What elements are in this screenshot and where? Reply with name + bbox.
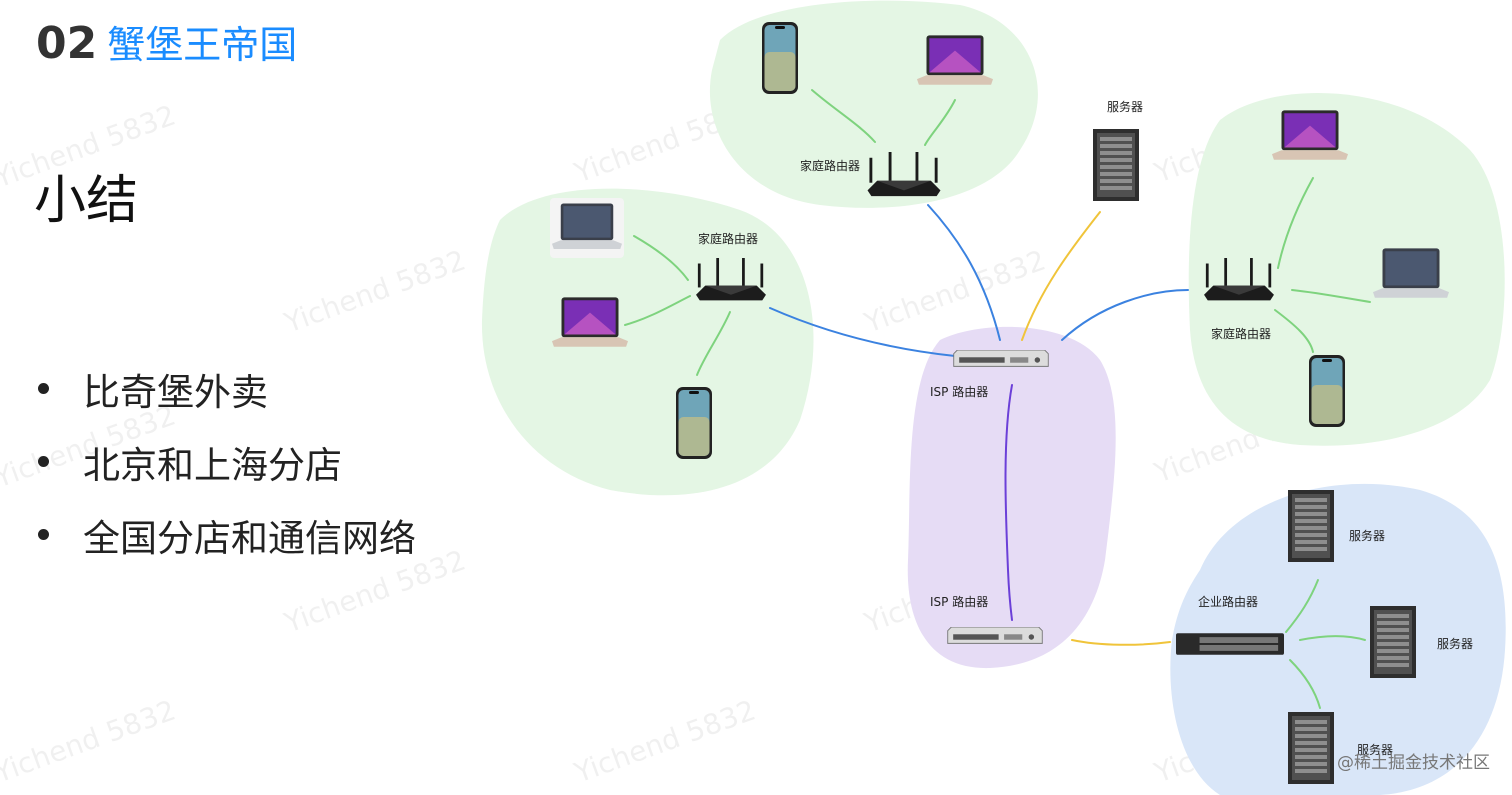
link-home-left-phone: [696, 311, 731, 376]
isp-router-icon: [947, 627, 1043, 644]
laptop-icon: [917, 35, 993, 85]
bullet-dot-icon: [38, 529, 49, 540]
section-number: 02: [36, 18, 98, 69]
link-enterprise-server1: [1285, 579, 1319, 633]
link-home-left-isp: [769, 307, 956, 357]
link-enterprise-server2: [1299, 635, 1366, 641]
isp-router-label: ISP 路由器: [930, 384, 988, 399]
server-label: 服务器: [1437, 636, 1473, 651]
laptop-icon: [552, 203, 622, 249]
server-icon: [1288, 490, 1334, 562]
link-home-top-laptop: [924, 99, 956, 146]
link-enterprise-server3: [1289, 659, 1321, 709]
home-network-top-cluster: [709, 0, 1038, 208]
link-home-right-laptop2: [1291, 289, 1371, 303]
bullet-dot-icon: [38, 456, 49, 467]
bullet-text: 全国分店和通信网络: [83, 516, 416, 560]
phone-icon: [1309, 355, 1345, 427]
isp-router-icon: [953, 350, 1049, 367]
link-home-right-isp: [1061, 289, 1189, 341]
home-router-label: 家庭路由器: [1211, 326, 1271, 341]
bullet-list: 比奇堡外卖 北京和上海分店 全国分店和通信网络: [36, 352, 416, 571]
home-router-label: 家庭路由器: [698, 231, 758, 246]
server-label: 服务器: [1357, 742, 1393, 757]
slide-subtitle: 小结: [34, 171, 139, 231]
link-server-isp: [1021, 211, 1101, 341]
link-home-left-laptop1: [633, 235, 689, 281]
slide-header: 02 蟹堡王帝国: [36, 14, 297, 69]
link-home-left-laptop2: [624, 295, 691, 326]
server-label: 服务器: [1349, 528, 1385, 543]
isp-network-cluster: [907, 326, 1116, 669]
link-home-right-laptop1: [1277, 177, 1314, 269]
bullet-text: 比奇堡外卖: [83, 370, 268, 414]
home-router-label: 家庭路由器: [800, 158, 860, 173]
laptop-icon: [1373, 248, 1449, 298]
link-isp-enterprise: [1071, 639, 1171, 646]
enterprise-router-icon: [1176, 633, 1284, 655]
enterprise-router-label: 企业路由器: [1198, 594, 1258, 609]
home-network-left-cluster: [481, 188, 814, 496]
phone-icon: [676, 387, 712, 459]
footer-watermark: @稀土掘金技术社区: [1337, 753, 1490, 773]
network-links: [624, 89, 1371, 709]
section-title: 蟹堡王帝国: [107, 23, 298, 67]
link-isp-isp: [1004, 384, 1013, 621]
bullet-dot-icon: [38, 383, 49, 394]
laptop-icon: [1272, 110, 1348, 160]
server-label: 服务器: [1107, 99, 1143, 114]
isp-router-label: ISP 路由器: [930, 594, 988, 609]
server-icon: [1370, 606, 1416, 678]
link-home-top-phone: [811, 89, 876, 143]
bullet-item: 比奇堡外卖: [36, 352, 416, 425]
enterprise-network-cluster: [1170, 483, 1506, 795]
home-network-right-cluster: [1188, 92, 1505, 446]
server-icon: [1093, 129, 1139, 201]
link-home-top-isp: [927, 204, 1001, 341]
bullet-item: 北京和上海分店: [36, 425, 416, 498]
link-home-right-phone: [1274, 309, 1314, 353]
bullet-text: 北京和上海分店: [83, 443, 342, 487]
phone-icon: [762, 22, 798, 94]
laptop-icon: [552, 297, 628, 347]
server-icon: [1288, 712, 1334, 784]
bullet-item: 全国分店和通信网络: [36, 498, 416, 571]
